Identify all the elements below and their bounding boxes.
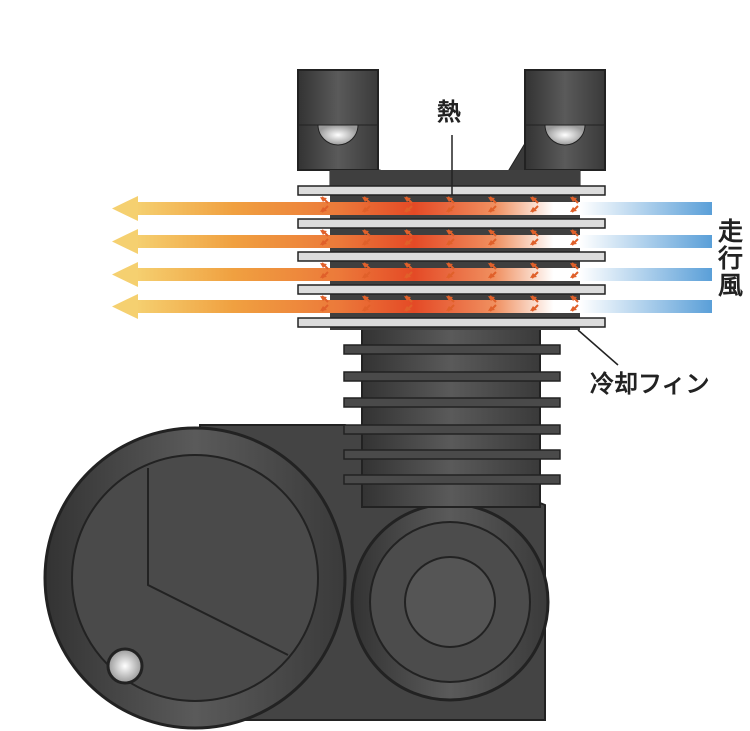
cool-air-band — [580, 202, 712, 215]
heat-arrowhead — [404, 197, 411, 202]
heat-arrowhead — [446, 306, 453, 311]
heat-arrowhead — [570, 296, 577, 301]
heat-arrowhead — [404, 306, 411, 311]
heat-arrowhead — [320, 197, 327, 202]
heat-arrowhead — [570, 240, 577, 245]
heat-arrowhead — [320, 263, 327, 268]
heat-arrowhead — [530, 306, 537, 311]
heat-arrowhead — [320, 240, 327, 245]
heat-arrowhead — [488, 240, 495, 245]
heat-label: 熱 — [437, 98, 461, 126]
cylinder — [343, 326, 561, 508]
heat-arrowhead — [488, 273, 495, 278]
heat-arrowhead — [530, 296, 537, 301]
running-wind-label: 走行風 — [718, 217, 744, 300]
airflow — [112, 196, 712, 319]
heat-arrowhead — [530, 273, 537, 278]
heat-arrowhead — [320, 230, 327, 235]
lower-fin — [343, 344, 561, 355]
warm-air-band — [135, 235, 585, 248]
heat-arrowhead — [362, 230, 369, 235]
heat-arrowhead — [530, 240, 537, 245]
warm-air-arrowhead — [112, 262, 138, 287]
lower-fin — [343, 424, 561, 435]
heat-arrowhead — [570, 207, 577, 212]
heat-arrowhead — [488, 306, 495, 311]
warm-air-arrowhead — [112, 294, 138, 319]
warm-air-arrowhead — [112, 229, 138, 254]
heat-arrowhead — [570, 306, 577, 311]
lower-fin — [343, 474, 561, 485]
cooling-fin — [297, 284, 606, 295]
lower-fin — [343, 397, 561, 408]
heat-arrowhead — [530, 230, 537, 235]
heat-arrowhead — [362, 207, 369, 212]
cooling-fin — [297, 251, 606, 262]
heat-arrowhead — [404, 230, 411, 235]
heat-arrowhead — [488, 263, 495, 268]
heat-arrowhead — [570, 197, 577, 202]
heat-arrowhead — [362, 197, 369, 202]
heat-arrowhead — [446, 230, 453, 235]
heat-arrowhead — [320, 273, 327, 278]
lower-fin — [343, 449, 561, 460]
heat-arrowhead — [320, 207, 327, 212]
heat-arrowhead — [446, 296, 453, 301]
lower-fin — [343, 371, 561, 382]
heat-arrowhead — [530, 197, 537, 202]
heat-arrowhead — [446, 263, 453, 268]
cooling-fin — [297, 317, 606, 328]
warm-air-arrowhead — [112, 196, 138, 221]
heat-arrowhead — [488, 207, 495, 212]
fin-leader-line — [577, 329, 619, 366]
heat-arrowhead — [404, 296, 411, 301]
warm-air-band — [135, 300, 585, 313]
cool-air-band — [580, 235, 712, 248]
heat-arrowhead — [404, 240, 411, 245]
heat-arrowhead — [570, 230, 577, 235]
cooling-fin — [297, 218, 606, 229]
heat-arrowhead — [530, 207, 537, 212]
heat-arrowhead — [446, 240, 453, 245]
heat-arrowhead — [488, 296, 495, 301]
heat-arrowhead — [404, 263, 411, 268]
cooling-fin-label: 冷却フィン — [590, 370, 710, 398]
heat-arrowhead — [570, 263, 577, 268]
heat-arrowhead — [446, 207, 453, 212]
heat-arrows — [320, 196, 579, 312]
warm-air-band — [135, 202, 585, 215]
heat-arrowhead — [488, 230, 495, 235]
heat-arrowhead — [446, 273, 453, 278]
heat-arrowhead — [362, 240, 369, 245]
warm-air-band — [135, 268, 585, 281]
heat-arrowhead — [404, 207, 411, 212]
crank-pin — [106, 647, 144, 685]
heat-arrowhead — [530, 263, 537, 268]
heat-arrowhead — [362, 273, 369, 278]
cool-air-band — [580, 300, 712, 313]
cool-air-band — [580, 268, 712, 281]
heat-arrowhead — [362, 263, 369, 268]
heat-arrowhead — [488, 197, 495, 202]
heat-arrowhead — [362, 296, 369, 301]
heat-arrowhead — [362, 306, 369, 311]
heat-arrowhead — [570, 273, 577, 278]
heat-arrowhead — [320, 306, 327, 311]
heat-arrowhead — [320, 296, 327, 301]
heat-arrowhead — [404, 273, 411, 278]
heat-arrowhead — [446, 197, 453, 202]
